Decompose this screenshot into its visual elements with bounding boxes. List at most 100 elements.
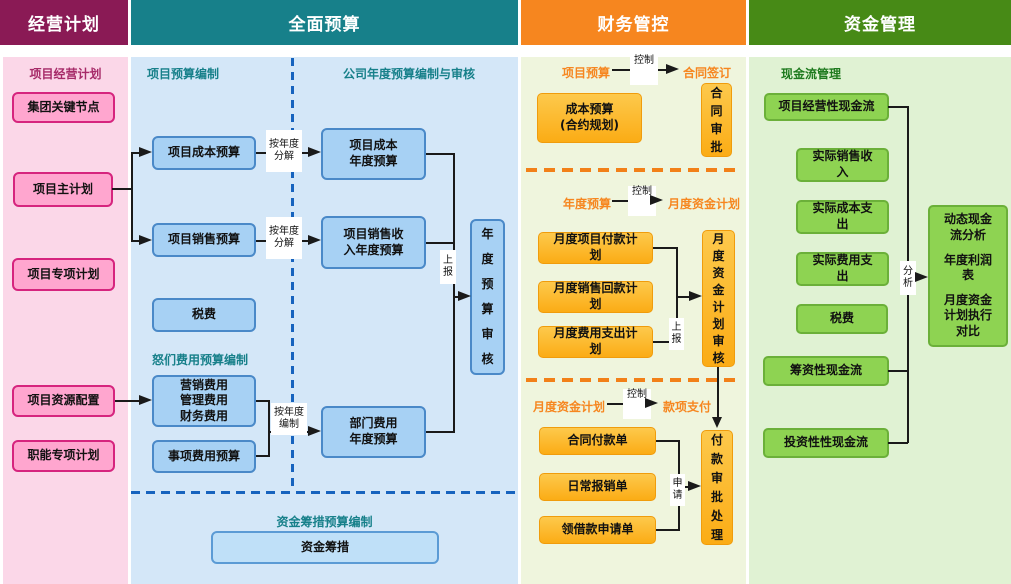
header-capital-management-label: 资金管理	[844, 15, 916, 35]
header-business-plan-label: 经营计划	[28, 15, 100, 35]
section-label-company-annual-budget: 公司年度预算编制与审核	[343, 67, 476, 81]
node-payment-approval-processing-label: 付款审批处理	[710, 433, 723, 542]
arrowhead	[689, 291, 702, 301]
connector-label-report-budget: 上报	[440, 250, 456, 284]
connector-label-analyze: 分析	[900, 261, 916, 295]
arrowhead	[688, 481, 701, 491]
connector-label-compile: 按年度编制	[271, 403, 307, 435]
node-project-cost-annual-budget: 项目成本 年度预算	[321, 128, 426, 180]
arrowhead	[666, 64, 679, 74]
header-overall-budget-label: 全面预算	[288, 15, 361, 35]
connector-line	[426, 431, 455, 433]
node-daily-reimbursement: 日常报销单	[539, 473, 656, 501]
connector-line	[131, 152, 133, 242]
node-project-sales-budget: 项目销售预算	[152, 223, 256, 257]
section-label-cashflow-management: 现金流管理	[781, 67, 842, 81]
arrowhead	[308, 235, 321, 245]
node-contract-approval-label: 合同审批	[710, 86, 723, 154]
connector-line	[112, 188, 133, 190]
analysis-dynamic-cashflow: 动态现金流分析	[943, 212, 992, 243]
flow-label-monthly-fund-plan-2: 月度资金计划	[533, 400, 606, 414]
node-tax-capital: 税费	[796, 304, 888, 334]
connector-line	[426, 242, 455, 244]
budget-horizontal-divider	[131, 491, 518, 494]
connector-line	[676, 247, 678, 343]
panel-business-plan	[3, 57, 128, 584]
connector-label-decompose-2: 按年度分解	[266, 217, 302, 259]
arrowhead	[915, 272, 928, 282]
budget-vertical-divider	[291, 58, 294, 492]
node-fund-raising: 资金筹措	[211, 531, 439, 564]
connector-line	[132, 240, 140, 242]
connector-line	[426, 153, 455, 155]
connector-line	[653, 247, 678, 249]
header-capital-management: 资金管理	[749, 0, 1011, 45]
node-item-expense-budget: 事项费用预算	[152, 440, 256, 473]
arrowhead	[458, 291, 471, 301]
node-monthly-fund-plan-review-label: 月度资金计划审核	[712, 232, 725, 365]
arrowhead	[645, 398, 658, 408]
node-cost-budget-contract-planning: 成本预算 (合约规划)	[537, 93, 642, 143]
connector-line	[888, 370, 908, 372]
node-loan-request-form: 领借款申请单	[539, 516, 656, 544]
node-annual-budget-review: 年度预算审核	[470, 219, 505, 375]
connector-line	[454, 296, 460, 298]
node-project-resource-allocation: 项目资源配置	[12, 385, 115, 417]
arrowhead	[139, 235, 152, 245]
connector-line	[256, 455, 270, 457]
node-project-master-plan: 项目主计划	[13, 172, 113, 207]
node-functional-special-plan: 职能专项计划	[12, 440, 115, 472]
node-analysis-outputs: 动态现金流分析 年度利润表 月度资金计划执行对比	[928, 205, 1008, 347]
arrowhead-down	[712, 417, 722, 428]
arrowhead	[308, 426, 321, 436]
connector-label-apply-text: 申请	[672, 478, 683, 501]
section-label-fund-raising-budgeting: 资金筹措预算编制	[276, 515, 373, 529]
node-monthly-expense-payment-plan: 月度费用支出计划	[538, 326, 653, 358]
connector-label-control-1: 控制	[630, 55, 658, 85]
node-actual-sales-income: 实际销售收入	[796, 148, 889, 182]
arrowhead	[308, 147, 321, 157]
connector-line	[677, 296, 689, 298]
node-dept-annual-budget: 部门费用 年度预算	[321, 406, 426, 458]
header-business-plan: 经营计划	[0, 0, 128, 45]
node-monthly-fund-plan-review: 月度资金计划审核	[702, 230, 735, 367]
connector-label-apply: 申请	[670, 474, 685, 506]
header-financial-control-label: 财务管控	[597, 15, 670, 35]
node-project-sales-annual-budget: 项目销售收 入年度预算	[321, 216, 426, 269]
node-actual-expense-payment: 实际费用支出	[796, 252, 889, 286]
connector-line	[653, 341, 678, 343]
section-label-project-business-plan: 项目经营计划	[29, 67, 102, 81]
flow-label-annual-budget: 年度预算	[563, 197, 612, 211]
node-payment-approval-processing: 付款审批处理	[701, 430, 733, 545]
connector-line	[717, 367, 719, 418]
flow-label-contract-signing: 合同签订	[683, 66, 732, 80]
finance-divider-1	[526, 168, 741, 172]
connector-line	[888, 442, 908, 444]
section-label-dept-expense-budgeting: 怒们费用预算编制	[152, 353, 249, 367]
arrowhead	[139, 395, 152, 405]
finance-divider-2	[526, 378, 741, 382]
connector-label-report-finance-text: 上报	[671, 322, 682, 345]
connector-line	[656, 529, 680, 531]
node-annual-budget-review-label: 年度预算审核	[481, 227, 494, 366]
node-financing-cashflow: 筹资性现金流	[763, 356, 889, 386]
node-contract-payment-order: 合同付款单	[539, 427, 656, 455]
connector-label-report-budget-text: 上报	[443, 255, 453, 278]
connector-line	[132, 152, 140, 154]
connector-line	[888, 106, 909, 108]
connector-line	[656, 440, 680, 442]
connector-line	[115, 400, 140, 402]
node-project-operating-cashflow: 项目经营性现金流	[764, 93, 889, 121]
arrowhead	[139, 147, 152, 157]
flow-label-project-budget: 项目预算	[562, 66, 611, 80]
arrowhead	[650, 195, 663, 205]
node-investing-cashflow: 投资性性现金流	[763, 428, 889, 458]
connector-label-report-finance: 上报	[669, 318, 684, 350]
node-project-special-plan: 项目专项计划	[12, 258, 115, 291]
connector-line	[453, 153, 455, 433]
header-financial-control: 财务管控	[521, 0, 746, 45]
section-label-project-budgeting: 项目预算编制	[147, 67, 220, 81]
connector-line	[256, 400, 270, 402]
node-project-cost-budget: 项目成本预算	[152, 136, 256, 170]
